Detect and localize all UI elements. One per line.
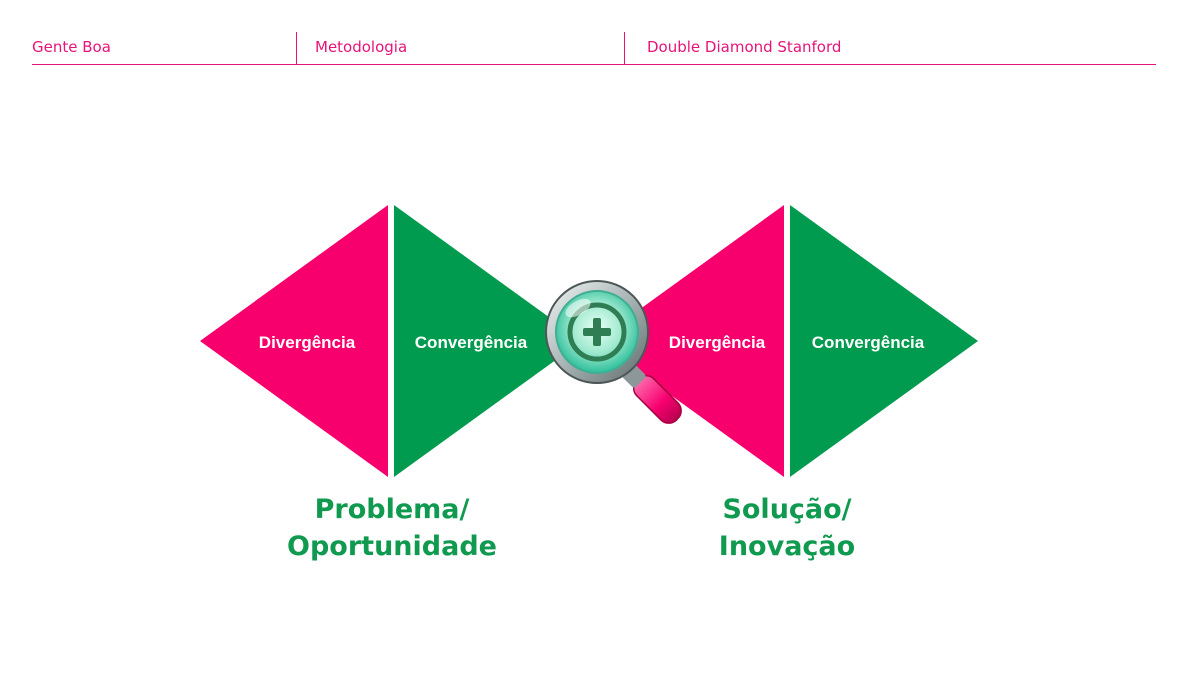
divergence-label-2: Divergência — [669, 333, 766, 352]
convergence-triangle-1 — [394, 205, 582, 477]
divergence-triangle-1 — [200, 205, 388, 477]
caption-solution-line2: Inovação — [719, 531, 855, 562]
header-brand: Gente Boa — [32, 38, 111, 56]
divergence-label-1: Divergência — [259, 333, 356, 352]
convergence-label-2: Convergência — [812, 333, 925, 352]
header-divider-1 — [296, 32, 297, 64]
caption-problem-line1: Problema/ — [315, 494, 470, 525]
convergence-label-1: Convergência — [415, 333, 528, 352]
diamond-solution: Divergência Convergência — [596, 205, 978, 477]
diamond-problem: Divergência Convergência — [200, 205, 582, 477]
caption-solution-line1: Solução/ — [722, 494, 851, 525]
divergence-triangle-2 — [596, 205, 784, 477]
header-divider-2 — [624, 32, 625, 64]
header-topic: Double Diamond Stanford — [647, 38, 842, 56]
header-section: Metodologia — [315, 38, 408, 56]
header-bar: Gente Boa Metodologia Double Diamond Sta… — [32, 30, 1156, 65]
caption-problem-line2: Oportunidade — [287, 531, 497, 562]
magnifier-plus-icon — [545, 280, 682, 424]
convergence-triangle-2 — [790, 205, 978, 477]
